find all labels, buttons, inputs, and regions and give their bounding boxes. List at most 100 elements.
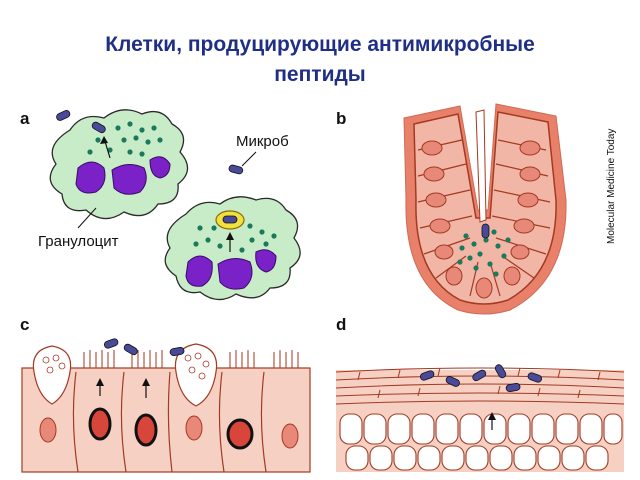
granule — [459, 245, 465, 251]
mucus-granules — [42, 352, 210, 380]
keratinocyte — [411, 413, 435, 445]
microbe-icon — [169, 346, 185, 357]
keratinocyte — [393, 445, 417, 471]
cell-border — [417, 387, 421, 397]
crypt-lumen — [475, 109, 487, 223]
crypt-nuclei — [421, 140, 541, 299]
granule — [194, 352, 202, 360]
panel-b-label: b — [336, 109, 346, 128]
nucleus-lobe — [255, 249, 277, 273]
granule — [483, 237, 489, 243]
keratin-layer — [335, 367, 625, 373]
microbe-pointer — [241, 151, 257, 167]
nucleus — [510, 244, 530, 260]
cell-border — [497, 385, 501, 395]
keratinocyte — [441, 445, 465, 471]
keratinocyte — [363, 413, 387, 445]
microbe-icon — [481, 223, 490, 239]
nucleus-lobe — [111, 164, 147, 195]
nucleus — [519, 140, 541, 156]
granule — [139, 151, 145, 157]
keratinocyte — [561, 445, 585, 471]
keratinocyte — [489, 445, 513, 471]
epithelium-nuclei — [39, 407, 299, 450]
granule — [259, 229, 265, 235]
granule — [184, 354, 192, 362]
granule — [95, 137, 101, 143]
granule — [202, 360, 210, 368]
panel-b: b — [336, 103, 617, 315]
keratin-layer — [335, 400, 625, 405]
granule — [42, 356, 50, 364]
granule — [473, 265, 479, 271]
paneth-granules — [457, 229, 511, 277]
panel-c-label: c — [20, 315, 29, 334]
keratinocyte — [555, 413, 579, 445]
granule — [115, 125, 121, 131]
arrow-head — [100, 136, 108, 144]
granule — [107, 147, 113, 153]
granule — [127, 121, 133, 127]
granulocyte-2 — [164, 196, 301, 301]
granule — [139, 127, 145, 133]
brush-border — [83, 350, 299, 368]
granule — [487, 261, 493, 267]
microbe-icon — [123, 343, 138, 356]
granule — [493, 271, 499, 277]
granulocyte-label: Гранулоцит — [38, 233, 119, 250]
cell-border — [557, 369, 561, 379]
granule — [157, 137, 163, 143]
granule — [271, 233, 277, 239]
panel-c: c — [20, 315, 311, 473]
panel-d-microbes — [419, 364, 543, 393]
keratinocyte — [435, 413, 459, 445]
granules-2 — [193, 223, 277, 253]
microbe-icon — [56, 110, 71, 121]
granule — [151, 125, 157, 131]
microbe-label: Микроб — [236, 133, 289, 150]
microbe-icon — [505, 382, 521, 393]
panel-a-label: a — [20, 109, 30, 128]
cell-border — [537, 387, 541, 397]
cell-border — [501, 255, 535, 279]
granule — [457, 259, 463, 265]
granule — [193, 241, 199, 247]
nucleus — [429, 218, 451, 234]
credit-text: Molecular Medicine Today — [606, 129, 617, 244]
arrow-head — [96, 378, 104, 386]
keratinocyte — [603, 413, 623, 445]
nucleus — [39, 417, 57, 443]
nucleus — [88, 407, 112, 441]
keratinocyte — [339, 413, 363, 445]
nucleus — [519, 166, 541, 182]
panel-d-label: d — [336, 315, 346, 334]
panel-a: a Микроб — [20, 109, 301, 301]
cell-border — [260, 371, 267, 473]
nucleus — [226, 418, 254, 450]
nucleus — [445, 266, 463, 286]
cell-border — [120, 371, 127, 473]
granule — [58, 362, 66, 370]
nucleus — [185, 415, 203, 441]
keratin-layer — [335, 383, 625, 389]
granule — [477, 251, 483, 257]
granule — [491, 229, 497, 235]
keratinocyte — [513, 445, 537, 471]
nucleus — [513, 218, 535, 234]
granule — [205, 237, 211, 243]
granule — [217, 243, 223, 249]
nucleus-lobe — [75, 161, 106, 194]
granule — [501, 253, 507, 259]
cell-border — [397, 369, 401, 379]
basal-keratinocytes — [339, 413, 623, 471]
keratinocyte — [585, 445, 609, 471]
flat-cell-borders — [357, 367, 601, 399]
keratinocyte — [531, 413, 555, 445]
arrow-head — [226, 232, 234, 240]
granulocyte-pointer — [77, 207, 97, 229]
nucleus — [134, 413, 158, 447]
granule — [463, 233, 469, 239]
nucleus-lobe — [217, 258, 253, 290]
granule — [121, 137, 127, 143]
